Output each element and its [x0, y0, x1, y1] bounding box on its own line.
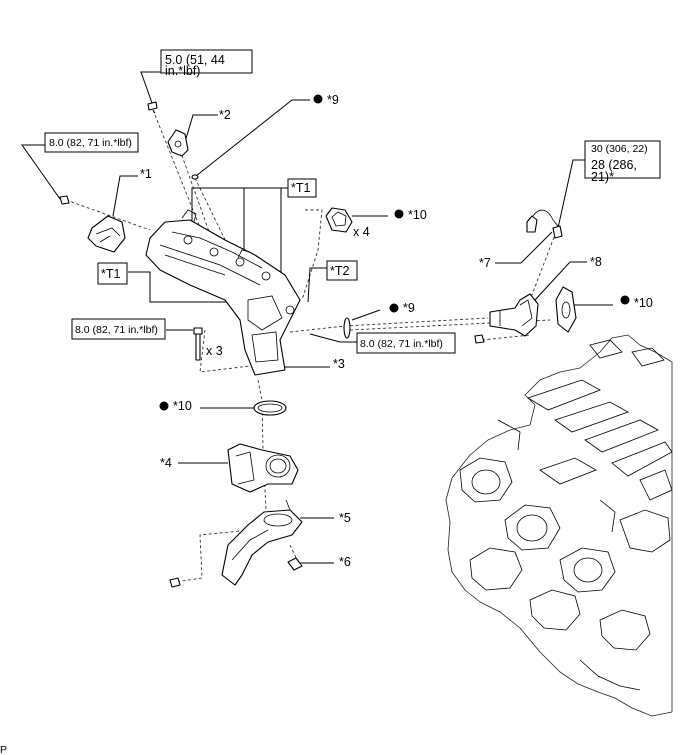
- torque-box-left-mid: [71, 318, 166, 340]
- label-box-t2: [326, 260, 358, 281]
- callout-10-right: *10: [634, 296, 653, 310]
- torque-top-line2: in.*lbf): [165, 64, 200, 78]
- callout-7: *7: [479, 256, 491, 270]
- label-box-t1-top: [287, 178, 317, 198]
- part-7-sensor: [526, 209, 563, 239]
- torque-left-mid: 8.0 (82, 71 in.*lbf): [75, 324, 158, 336]
- part-6-sensor: [287, 557, 303, 571]
- torque-right-line1: 30 (306, 22): [591, 143, 648, 155]
- gasket-right: [555, 286, 577, 333]
- filled-circle-icon: [620, 295, 630, 305]
- torque-top-line1: 5.0 (51, 44: [165, 53, 225, 67]
- callout-5: *5: [339, 511, 351, 525]
- part-5-intake-pipe: [221, 499, 303, 586]
- filled-circle-icon: [389, 303, 399, 313]
- callout-1: *1: [140, 167, 152, 181]
- torque-left-top: 8.0 (82, 71 in.*lbf): [49, 137, 132, 149]
- part-1-sensor: [87, 215, 126, 253]
- filled-circle-icon: [159, 401, 169, 411]
- part-2-bracket: [167, 129, 189, 157]
- torque-box-center: [356, 332, 456, 354]
- callout-9-top: *9: [327, 93, 339, 107]
- torque-box-top: [160, 49, 253, 74]
- label-t1-top: *T1: [291, 181, 311, 195]
- main-intake-assembly: [145, 209, 301, 376]
- torque-box-left-top: [44, 132, 139, 153]
- leader-lines: [21, 71, 613, 564]
- corner-mark: P: [0, 744, 7, 755]
- callout-3: *3: [333, 357, 345, 371]
- part-4-throttle-body: [227, 443, 299, 493]
- callout-9-mid: *9: [403, 301, 415, 315]
- torque-right-line2: 28 (286,: [591, 158, 637, 172]
- gasket-round-lower: [253, 400, 287, 416]
- bolt-center: [474, 334, 485, 344]
- callout-2: *2: [219, 108, 231, 122]
- callout-10-top: *10: [408, 208, 427, 222]
- callout-8: *8: [590, 255, 602, 269]
- callout-4: *4: [160, 456, 172, 470]
- torque-box-right: [584, 140, 661, 179]
- torque-center: 8.0 (82, 71 in.*lbf): [360, 338, 443, 350]
- quantity-bolts: x 3: [206, 344, 223, 358]
- filled-circle-icon: [313, 94, 323, 104]
- engine-outline: [445, 334, 673, 717]
- filled-circle-icon: [394, 209, 404, 219]
- o-ring-small: [191, 174, 199, 180]
- part-8-egr-valve: [489, 293, 539, 337]
- label-t2: *T2: [330, 264, 350, 278]
- gasket-top-right: [325, 207, 353, 233]
- label-t1-left: *T1: [101, 267, 121, 281]
- callout-10-lower: *10: [173, 399, 192, 413]
- bolt-top: [147, 101, 158, 114]
- bolts-x3: [193, 327, 203, 361]
- callout-6: *6: [339, 555, 351, 569]
- bolt-left-top: [59, 195, 70, 205]
- bolt-lower-left: [169, 577, 181, 588]
- torque-right-line3: 21)*: [591, 170, 614, 184]
- quantity-gaskets: x 4: [353, 225, 370, 239]
- assembly-dashed-lines: [65, 109, 557, 583]
- o-ring-mid: [343, 317, 351, 339]
- label-box-t1-left: [97, 262, 128, 285]
